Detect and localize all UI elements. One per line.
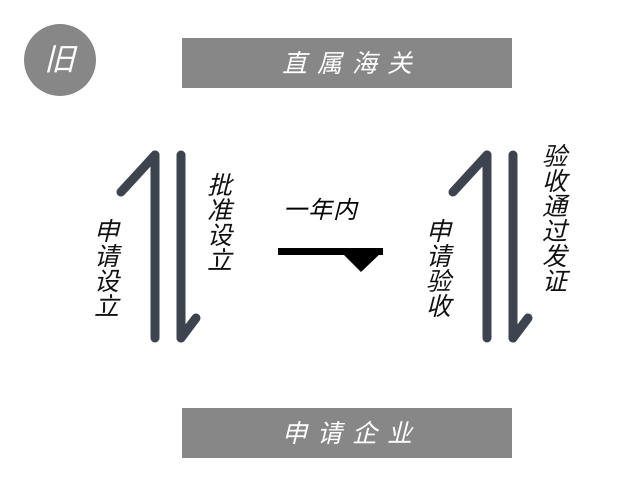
flow-label-issue-certificate: 验收通过发证 [538,143,568,293]
flow-arrow-approve-setup [176,150,201,343]
flow-arrow-issue-certificate [508,150,533,343]
flow-label-apply-setup: 申请设立 [90,218,120,318]
lane-label-enterprise: 申请企业 [281,418,422,448]
flow-arrow-apply-acceptance [448,150,492,343]
lane-label-customs: 直属海关 [281,48,422,78]
flow-label-approve-setup: 批准设立 [203,172,233,272]
old-version-badge-label: 旧 [44,41,76,78]
lane-bar-customs: 直属海关 [182,38,512,88]
old-version-badge: 旧 [24,24,96,96]
center-duration-label: 一年内 [283,196,358,224]
flow-arrow-apply-setup [116,150,160,343]
flow-label-apply-acceptance: 申请验收 [422,218,452,318]
center-time-arrow-icon [278,248,383,272]
lane-bar-enterprise: 申请企业 [182,408,512,458]
